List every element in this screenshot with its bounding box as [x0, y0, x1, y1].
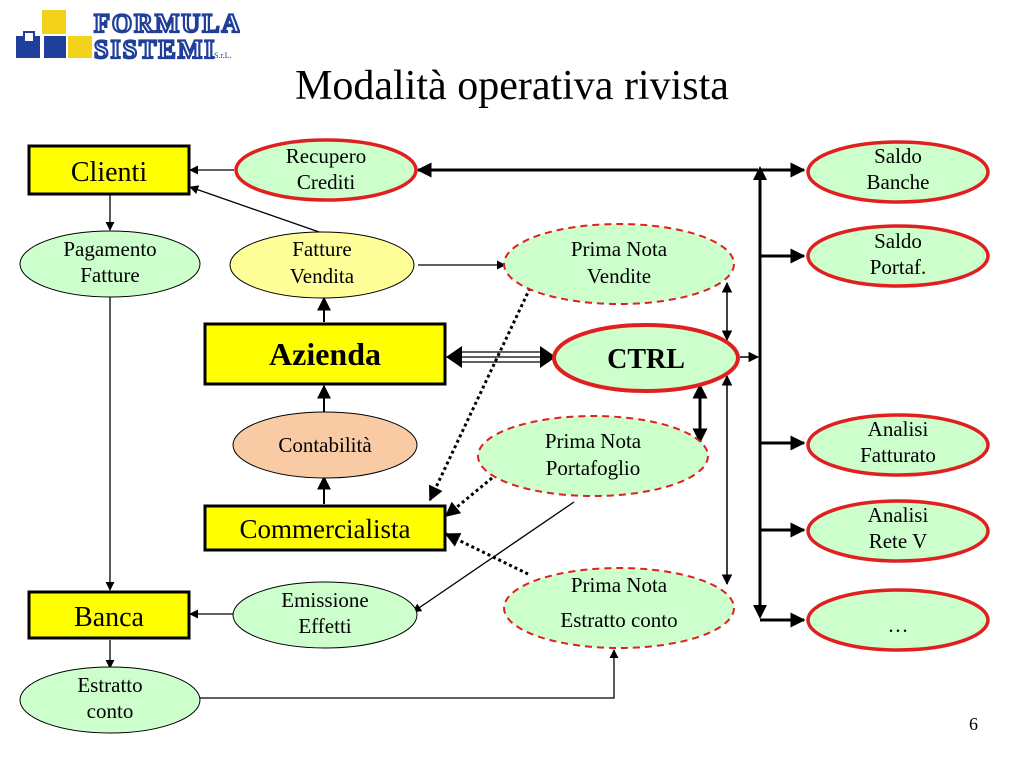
node-saldo-banche-line1: Saldo [874, 144, 922, 168]
node-pagamento-fatture-line1: Pagamento [63, 237, 156, 261]
azienda-ctrl-arrowhead-left [446, 346, 462, 368]
logo-window [23, 31, 35, 43]
arrow-fatture-to-clienti [189, 185, 323, 234]
node-ellipsis: … [806, 588, 990, 652]
node-pagamento-fatture-line2: Fatture [80, 263, 139, 287]
node-emissione-effetti: Emissione Effetti [232, 581, 418, 649]
node-pn-portafoglio-line1: Prima Nota [545, 429, 642, 453]
node-pn-vendite-line2: Vendite [587, 264, 651, 288]
logo-text-line2: SISTEMI [94, 35, 216, 64]
node-prima-nota-vendite: Prima Nota Vendite [503, 223, 735, 305]
node-saldo-portaf-line2: Portaf. [870, 255, 927, 279]
node-pn-estratto-line1: Prima Nota [571, 573, 668, 597]
node-analisi-fatturato: Analisi Fatturato [806, 413, 990, 477]
node-emissione-effetti-line1: Emissione [281, 588, 369, 612]
node-pn-portafoglio-line2: Portafoglio [546, 456, 641, 480]
node-recupero-crediti: Recupero Crediti [234, 138, 418, 202]
node-analisi-rete-line2: Rete V [869, 529, 928, 553]
node-fatture-vendita-line1: Fatture [292, 237, 351, 261]
node-clienti-label: Clienti [71, 157, 147, 188]
bus-bottom-arrowhead [753, 605, 767, 619]
node-pn-vendite-line1: Prima Nota [571, 237, 668, 261]
node-estratto-conto-line2: conto [87, 699, 134, 723]
node-pagamento-fatture: Pagamento Fatture [19, 230, 201, 298]
connectors [105, 162, 806, 699]
node-prima-nota-portafoglio: Prima Nota Portafoglio [477, 415, 709, 497]
node-prima-nota-estratto-conto: Prima Nota Estratto conto [503, 567, 735, 649]
dotted-arrow-pn-portafoglio-to-commercialista [444, 476, 493, 518]
node-saldo-portaf-line1: Saldo [874, 229, 922, 253]
node-azienda-label: Azienda [269, 336, 381, 372]
node-estratto-conto-line1: Estratto [77, 673, 142, 697]
node-commercialista: Commercialista [203, 504, 447, 552]
node-estratto-conto: Estratto conto [19, 666, 201, 734]
node-pn-estratto-line2: Estratto conto [560, 608, 677, 632]
page-number: 6 [969, 714, 978, 734]
node-fatture-vendita: Fatture Vendita [229, 231, 415, 299]
logo-text-line1: FORMULA [94, 9, 240, 38]
slide-title: Modalità operativa rivista [295, 63, 729, 109]
node-analisi-fatturato-line1: Analisi [868, 417, 929, 441]
logo-suffix: S.r.L. [214, 51, 232, 60]
node-analisi-fatturato-line2: Fatturato [860, 443, 936, 467]
node-saldo-portaf: Saldo Portaf. [806, 224, 990, 288]
logo-block-2 [44, 36, 66, 58]
node-recupero-crediti-line1: Recupero [286, 144, 366, 168]
node-azienda: Azienda [203, 322, 447, 386]
arrow-estratto-to-pn-estratto [200, 649, 619, 699]
node-saldo-banche-line2: Banche [867, 170, 930, 194]
node-commercialista-label: Commercialista [240, 514, 411, 544]
node-recupero-crediti-line2: Crediti [297, 170, 355, 194]
node-clienti: Clienti [27, 144, 191, 196]
node-ellipsis-label: … [888, 613, 909, 637]
node-ctrl: CTRL [552, 323, 740, 393]
node-fatture-vendita-line2: Vendita [290, 264, 355, 288]
azienda-ctrl-arrowhead-right [540, 346, 556, 368]
node-saldo-banche: Saldo Banche [806, 140, 990, 204]
node-analisi-rete: Analisi Rete V [806, 499, 990, 563]
node-emissione-effetti-line2: Effetti [298, 614, 351, 638]
bus-top-arrowhead [753, 166, 767, 180]
node-contabilita-label: Contabilità [278, 433, 372, 457]
node-contabilita: Contabilità [232, 411, 418, 479]
node-ctrl-label: CTRL [607, 344, 685, 375]
logo-block-yellow-bottom [68, 36, 92, 58]
dotted-arrow-pn-estratto-to-commercialista [444, 532, 529, 576]
node-banca-label: Banca [74, 602, 145, 633]
logo-block-yellow-top [42, 10, 66, 34]
formula-sistemi-logo: FORMULA SISTEMI S.r.L. [16, 8, 240, 64]
node-analisi-rete-line1: Analisi [868, 503, 929, 527]
node-banca: Banca [27, 590, 191, 640]
